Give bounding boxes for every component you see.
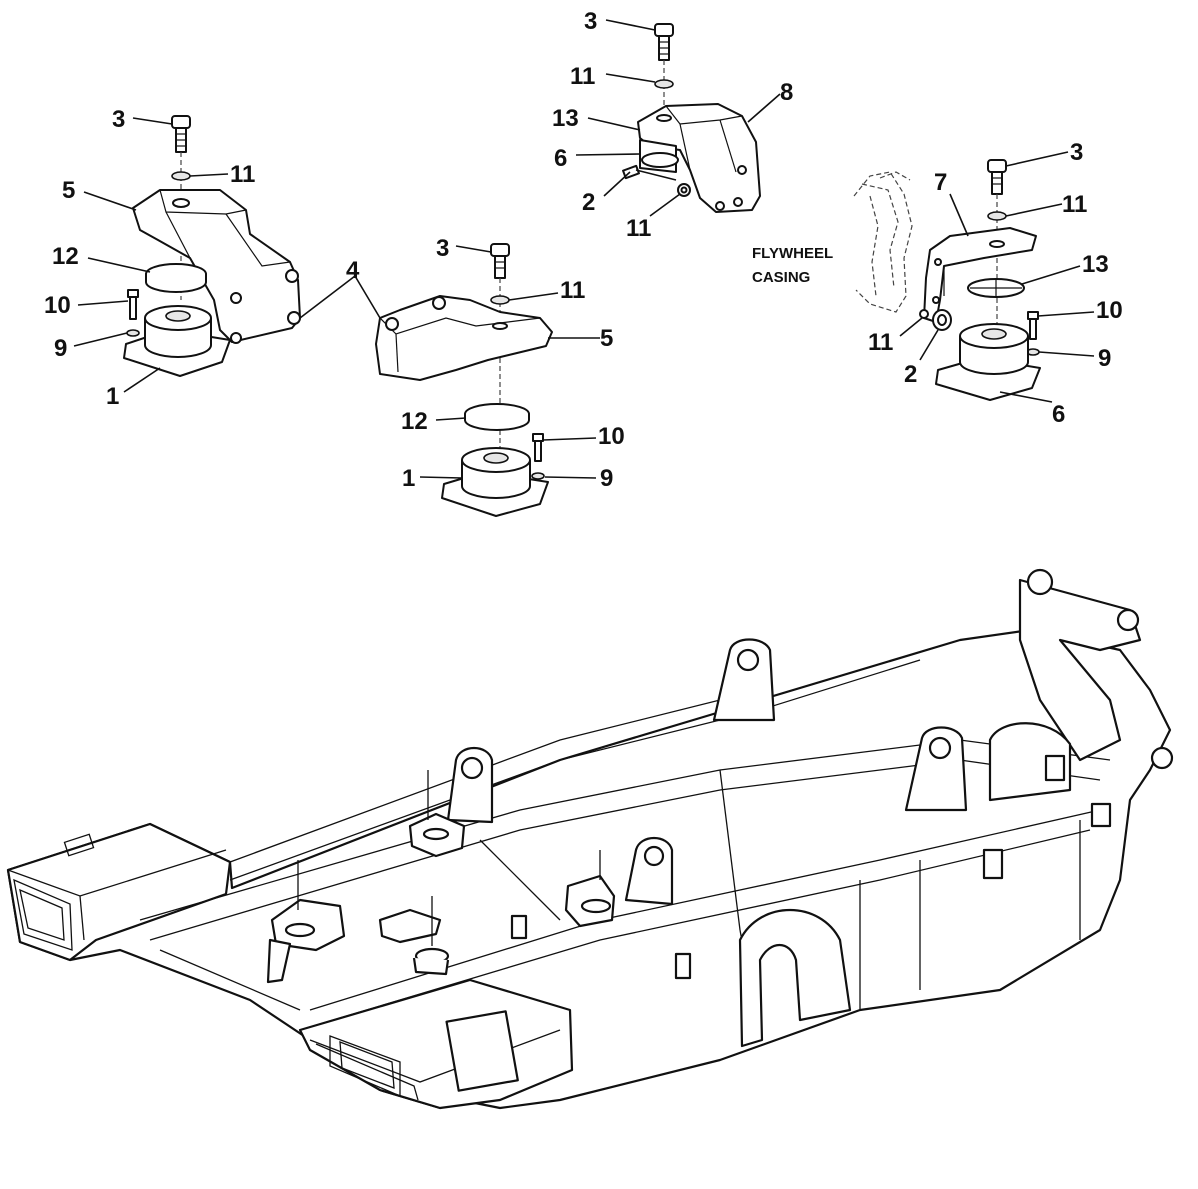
- spacer-part-2: [932, 309, 952, 331]
- rubber-mount-part-1: [441, 447, 549, 517]
- callout-9: 9: [54, 335, 67, 362]
- callout-11: 11: [560, 277, 585, 304]
- callout-13: 13: [552, 105, 579, 132]
- washer-part-11: [654, 79, 674, 89]
- callout-3: 3: [584, 8, 597, 35]
- frame-mount-upper: [408, 770, 466, 858]
- callout-1: 1: [402, 465, 415, 492]
- callout-10: 10: [44, 292, 71, 319]
- callout-10: 10: [1096, 297, 1123, 324]
- frame-mount-center: [378, 896, 450, 976]
- mount-assembly-flywheel: 3 7 11 13 10 9 11 2 6 FLYWHEEL CASING: [752, 139, 1123, 428]
- callout-9: 9: [600, 465, 613, 492]
- callout-6: 6: [554, 145, 567, 172]
- callout-12: 12: [401, 408, 428, 435]
- callout-3: 3: [112, 106, 125, 133]
- frame-mount-left: [266, 860, 346, 984]
- callout-11: 11: [570, 63, 595, 90]
- washer-part-11: [987, 211, 1007, 221]
- flywheel-casing-label-line2: CASING: [752, 269, 810, 286]
- mount-assembly-center: 4 3 11 5 12 10 1 9: [299, 235, 625, 517]
- flywheel-casing-outline: [853, 171, 913, 313]
- lift-eye-middle: [904, 726, 968, 812]
- callout-5: 5: [600, 325, 613, 352]
- lift-eye-left: [446, 746, 494, 824]
- bracket-part-7: [923, 227, 1037, 323]
- bolt-part-3: [171, 115, 191, 153]
- callout-11: 11: [868, 329, 893, 356]
- frame-mount-right: [564, 850, 616, 928]
- lift-eye-front: [712, 638, 776, 722]
- nut-part-11: [677, 183, 691, 197]
- callout-13: 13: [1082, 251, 1109, 278]
- callout-4: 4: [346, 257, 360, 284]
- callout-11: 11: [230, 161, 255, 188]
- chassis-frame: [6, 568, 1174, 1110]
- flywheel-casing-label: FLYWHEEL: [752, 245, 833, 262]
- callout-10: 10: [598, 423, 625, 450]
- shim-part-13: [967, 278, 1025, 298]
- callout-2: 2: [582, 189, 595, 216]
- callout-8: 8: [780, 79, 793, 106]
- rubber-mount-part-6: [935, 323, 1041, 401]
- spacer-part-6: [641, 152, 679, 168]
- callout-1: 1: [106, 383, 119, 410]
- callout-12: 12: [52, 243, 79, 270]
- callout-7: 7: [934, 169, 947, 196]
- bolt-part-3: [654, 23, 674, 61]
- bolt-part-3: [987, 159, 1007, 195]
- rubber-mount-part-1: [123, 305, 231, 377]
- bolt-part-10: [1027, 311, 1039, 340]
- mount-assembly-left: 3 11 5 12 10 9 1: [44, 106, 301, 410]
- nut-part-11: [919, 309, 929, 319]
- pad-part-12: [145, 263, 207, 293]
- callout-3: 3: [1070, 139, 1083, 166]
- bolt-part-10: [532, 433, 544, 462]
- washer-part-11: [171, 171, 191, 181]
- washer-part-11: [490, 295, 510, 305]
- bolt-part-3: [490, 243, 510, 279]
- callout-2: 2: [904, 361, 917, 388]
- callout-11: 11: [626, 215, 651, 242]
- pad-part-12: [464, 403, 530, 431]
- washer-part-9: [126, 329, 140, 337]
- callout-3: 3: [436, 235, 449, 262]
- mount-assembly-top: 3 11 8 13 6 2 11: [552, 8, 793, 242]
- callout-9: 9: [1098, 345, 1111, 372]
- lift-eye-center: [624, 836, 674, 906]
- bolt-part-10: [127, 289, 139, 320]
- callout-11: 11: [1062, 191, 1087, 218]
- washer-part-9: [531, 472, 545, 480]
- bracket-part-5: [375, 295, 553, 381]
- callout-6: 6: [1052, 401, 1065, 428]
- bracket-part-5: [132, 189, 301, 344]
- callout-5: 5: [62, 177, 75, 204]
